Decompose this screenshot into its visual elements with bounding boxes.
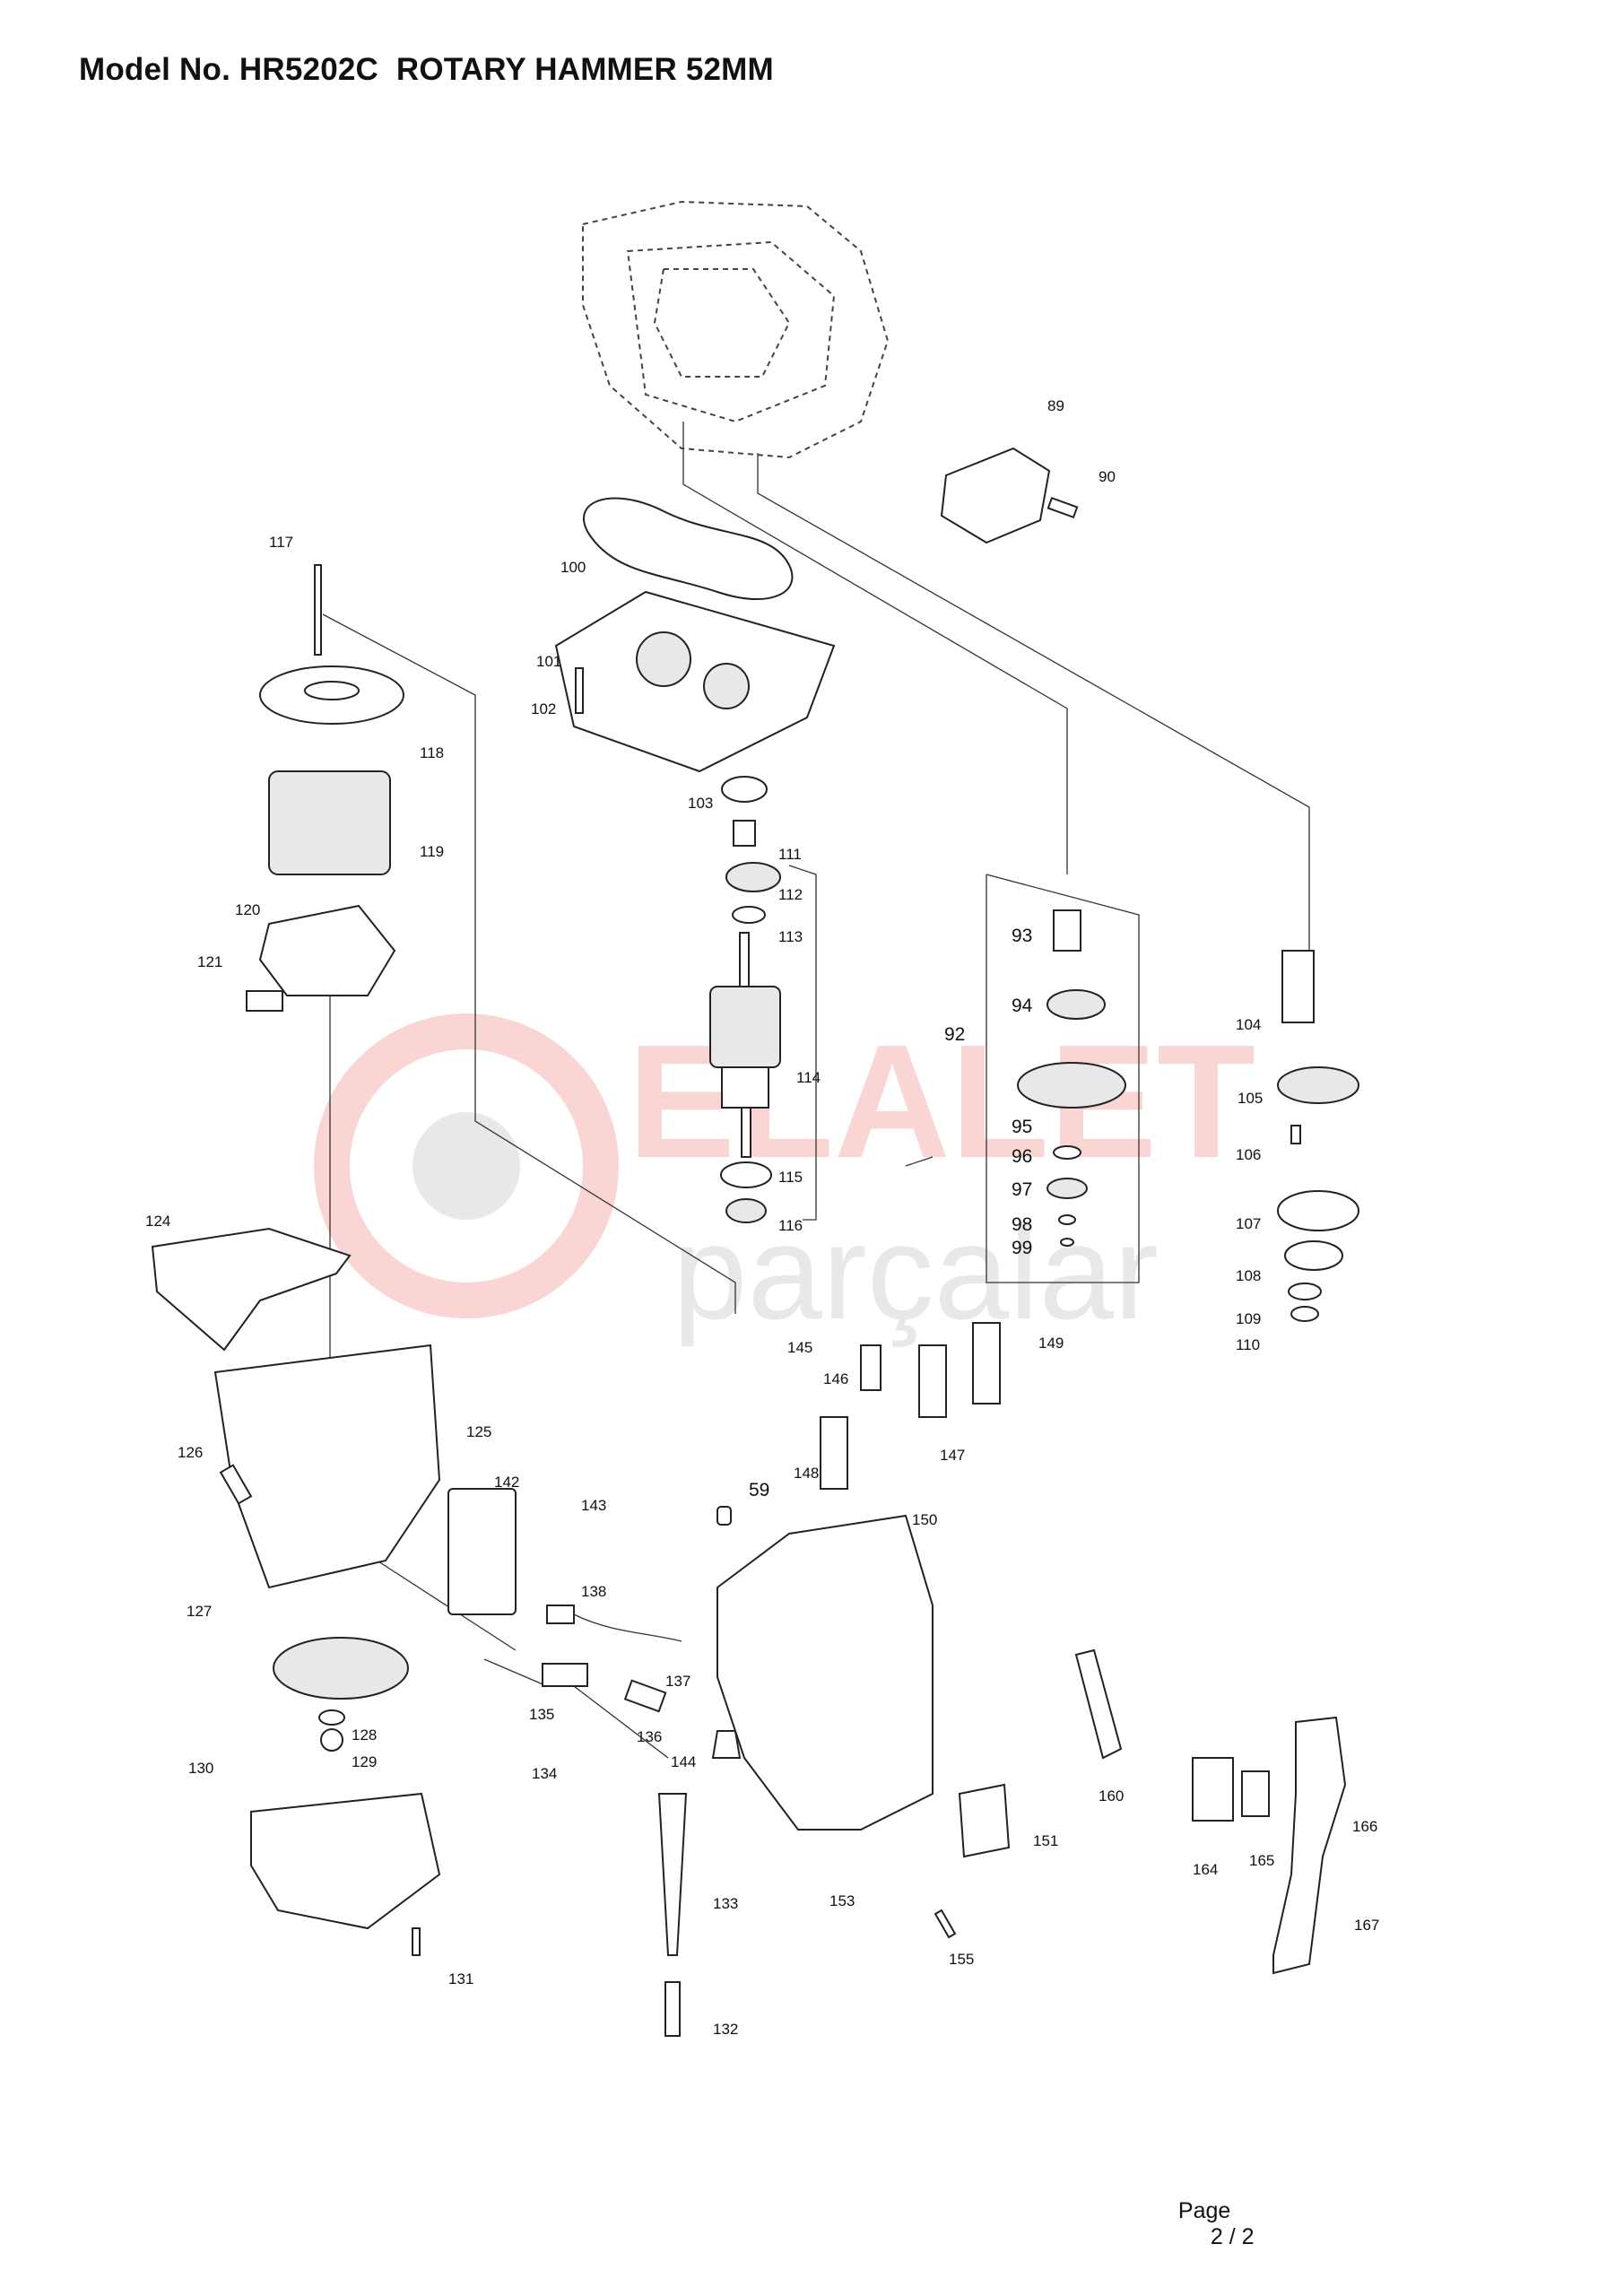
part-label-149: 149 [1038,1335,1064,1352]
part-label-164: 164 [1193,1861,1218,1878]
part-label-114: 114 [796,1069,821,1086]
part-label-59: 59 [749,1480,769,1500]
page-label: Page [1177,2198,1231,2223]
part-label-105: 105 [1238,1090,1263,1107]
part-label-119: 119 [420,843,444,860]
part-label-92: 92 [944,1024,965,1045]
part-label-153: 153 [829,1892,855,1909]
part-label-100: 100 [560,559,586,576]
part-label-106: 106 [1236,1146,1261,1163]
part-shapes [151,447,1359,2037]
part-label-98: 98 [1012,1214,1032,1235]
part-label-107: 107 [1236,1215,1261,1232]
part-number-labels: 89 90 100 101 102 103 111 112 113 114 11… [145,397,1379,2038]
part-label-103: 103 [688,795,713,812]
part-label-129: 129 [352,1753,377,1770]
part-label-118: 118 [420,744,444,761]
part-label-102: 102 [531,700,556,718]
part-label-90: 90 [1099,468,1116,485]
part-label-115: 115 [778,1169,803,1186]
part-label-96: 96 [1012,1146,1032,1167]
part-label-117: 117 [269,534,293,551]
part-label-101: 101 [536,653,561,670]
part-label-109: 109 [1236,1310,1261,1327]
part-label-99: 99 [1012,1238,1032,1258]
page-footer: Page 2 / 2 [1166,2172,1255,2250]
part-label-120: 120 [235,901,260,918]
part-label-134: 134 [532,1765,557,1782]
part-label-132: 132 [713,2021,738,2038]
part-label-97: 97 [1012,1179,1032,1200]
part-label-111: 111 [778,846,802,863]
part-label-144: 144 [671,1753,696,1770]
part-label-136: 136 [637,1728,662,1745]
part-label-128: 128 [352,1726,377,1744]
page-title: Model No. HR5202C ROTARY HAMMER 52MM [79,52,774,87]
part-label-145: 145 [787,1339,812,1356]
part-label-133: 133 [713,1895,738,1912]
part-label-110: 110 [1236,1336,1260,1353]
part-label-121: 121 [197,953,222,970]
part-label-166: 166 [1352,1818,1377,1835]
part-label-130: 130 [188,1760,213,1777]
part-label-143: 143 [581,1497,606,1514]
part-label-125: 125 [466,1423,491,1440]
assembly-guide-lines [322,422,1310,1759]
page-number: 2 / 2 [1210,2224,1255,2249]
part-label-126: 126 [178,1444,203,1461]
part-label-93: 93 [1012,926,1032,946]
part-label-108: 108 [1236,1267,1261,1284]
part-label-150: 150 [912,1511,937,1528]
part-label-94: 94 [1012,996,1033,1016]
part-label-127: 127 [187,1603,212,1620]
part-label-165: 165 [1249,1852,1274,1869]
part-label-142: 142 [494,1474,519,1491]
part-label-124: 124 [145,1213,170,1230]
part-label-112: 112 [778,886,803,903]
part-label-151: 151 [1033,1832,1058,1849]
part-label-137: 137 [665,1673,690,1690]
part-label-155: 155 [949,1951,974,1968]
part-label-135: 135 [529,1706,554,1723]
part-label-113: 113 [778,928,803,945]
part-label-147: 147 [940,1447,965,1464]
part-label-160: 160 [1099,1787,1124,1805]
part-label-95: 95 [1012,1117,1032,1137]
part-label-146: 146 [823,1370,848,1387]
part-label-89: 89 [1047,397,1064,414]
gear-housing-outline [582,200,890,459]
part-label-148: 148 [794,1465,819,1482]
part-label-131: 131 [448,1970,473,1987]
part-label-104: 104 [1236,1016,1261,1033]
part-label-138: 138 [581,1583,606,1600]
part-label-116: 116 [778,1217,803,1234]
part-label-167: 167 [1354,1917,1379,1934]
